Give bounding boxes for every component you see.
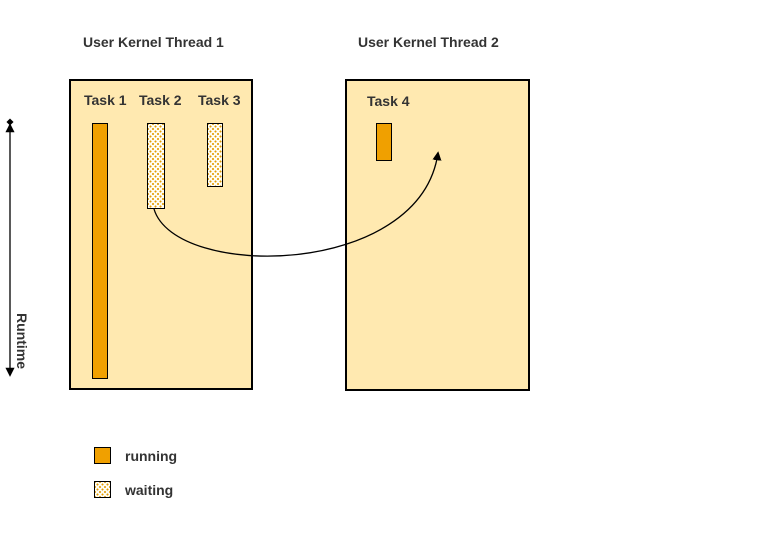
thread-1-title: User Kernel Thread 1: [83, 34, 224, 50]
task-bar-task-2: [147, 123, 165, 209]
thread-2-box: [345, 79, 530, 391]
task-4-label: Task 4: [367, 93, 410, 109]
legend-waiting-label: waiting: [125, 482, 174, 498]
thread-2-title: User Kernel Thread 2: [358, 34, 499, 50]
legend-waiting-swatch: [94, 481, 111, 498]
legend-running-swatch: [94, 447, 111, 464]
task-bar-task-1: [92, 123, 108, 379]
task-2-label: Task 2: [139, 92, 182, 108]
runtime-axis-arrow: [5, 118, 15, 377]
task-bar-task-4: [376, 123, 392, 161]
task-3-label: Task 3: [198, 92, 241, 108]
runtime-axis-label: Runtime: [14, 313, 30, 369]
task-bar-task-3: [207, 123, 223, 187]
legend-running-label: running: [125, 448, 178, 464]
task-1-label: Task 1: [84, 92, 127, 108]
